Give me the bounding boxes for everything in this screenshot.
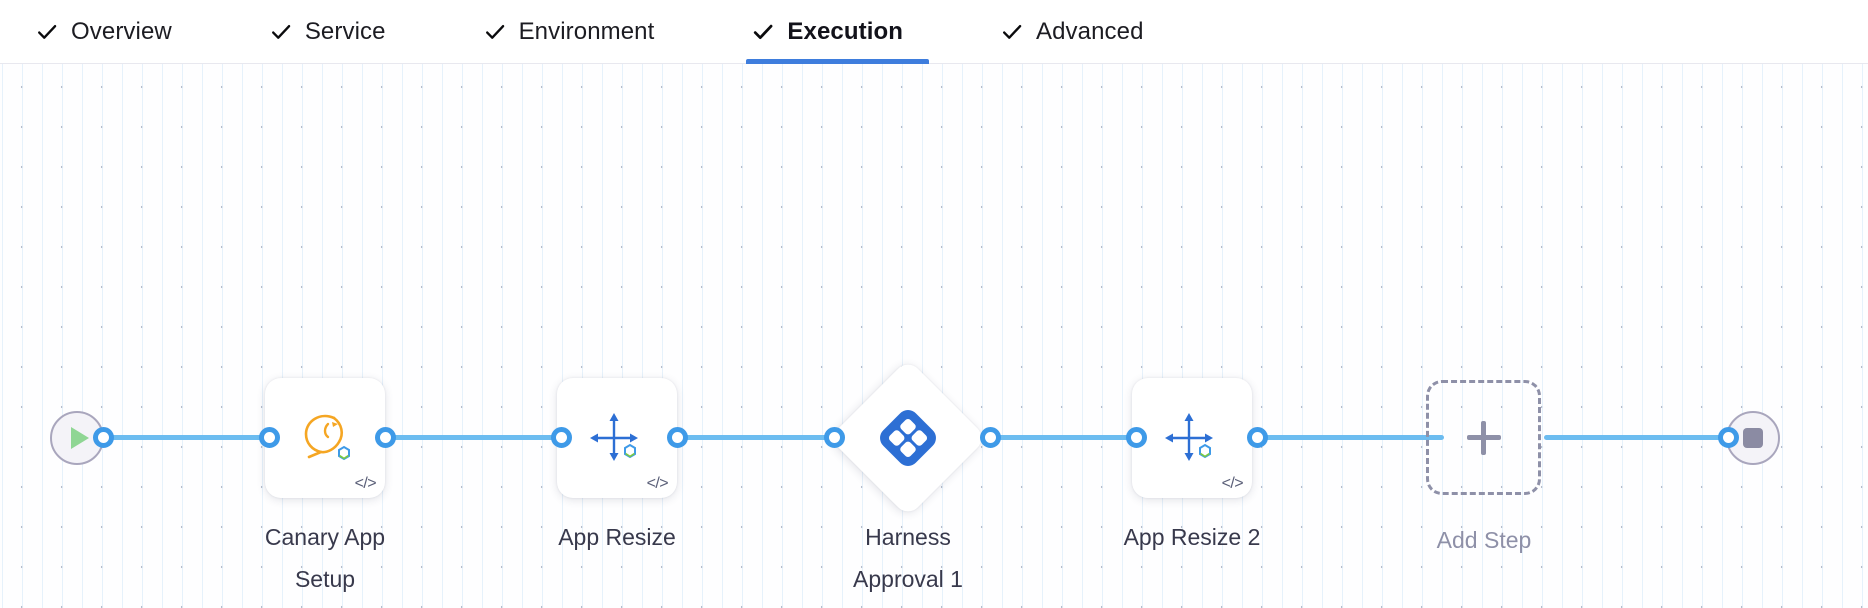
resize-arrows-icon <box>1161 410 1223 466</box>
harness-logo-icon <box>879 409 937 467</box>
connector-addstep-to-end <box>1544 435 1726 440</box>
check-icon <box>38 24 57 39</box>
code-icon: </> <box>1221 475 1244 492</box>
step-label-harness-approval-1: Harness Approval 1 <box>853 524 963 592</box>
connector-dot-approval-in[interactable] <box>824 427 845 448</box>
add-step-button[interactable] <box>1426 380 1541 495</box>
tab-advanced-label: Advanced <box>1036 18 1144 45</box>
check-icon <box>271 24 291 39</box>
connector-start-to-canary <box>98 435 270 440</box>
step-label-canary-app-setup: Canary App Setup <box>264 524 386 592</box>
tab-execution[interactable]: Execution <box>746 0 929 64</box>
tab-execution-label: Execution <box>787 18 903 45</box>
canary-bird-icon <box>294 410 356 466</box>
connector-dot-resize-in[interactable] <box>551 427 572 448</box>
connector-dot-resize-out[interactable] <box>667 427 688 448</box>
tab-overview-label: Overview <box>71 18 172 45</box>
connector-dot-canary-in[interactable] <box>259 427 280 448</box>
add-step-label: Add Step <box>1436 527 1532 553</box>
code-icon: </> <box>646 475 669 492</box>
check-icon <box>1003 24 1022 39</box>
plus-icon <box>1466 435 1501 440</box>
connector-resize2-to-addstep <box>1262 435 1444 440</box>
connector-dot-resize2-out[interactable] <box>1247 427 1268 448</box>
connector-dot-approval-out[interactable] <box>980 427 1001 448</box>
check-icon <box>485 24 504 39</box>
step-label-app-resize-2: App Resize 2 <box>1123 524 1261 550</box>
code-icon: </> <box>354 475 377 492</box>
connector-resize-to-approval <box>682 435 834 440</box>
tab-environment[interactable]: Environment <box>478 0 681 64</box>
connector-dot-resize2-in[interactable] <box>1126 427 1147 448</box>
stage-tab-bar: Overview Service Environment Execution A… <box>0 0 1868 64</box>
tab-environment-label: Environment <box>518 18 655 45</box>
stop-icon <box>1743 428 1763 448</box>
connector-canary-to-resize <box>390 435 562 440</box>
connector-dot-canary-out[interactable] <box>375 427 396 448</box>
connector-dot-end-in[interactable] <box>1718 427 1739 448</box>
connector-dot-start-out[interactable] <box>93 427 114 448</box>
pipeline-canvas[interactable]: </> Canary App Setup <box>0 64 1868 608</box>
resize-arrows-icon <box>586 410 648 466</box>
play-icon <box>70 427 89 449</box>
tab-service-label: Service <box>304 18 386 45</box>
step-node-app-resize-2[interactable]: </> <box>1132 378 1252 498</box>
step-node-app-resize[interactable]: </> <box>557 378 677 498</box>
step-label-app-resize: App Resize <box>558 524 676 550</box>
connector-approval-to-resize2 <box>990 435 1142 440</box>
tab-service[interactable]: Service <box>264 0 412 64</box>
check-icon <box>754 24 773 40</box>
step-node-canary-app-setup[interactable]: </> <box>265 378 385 498</box>
tab-advanced[interactable]: Advanced <box>995 0 1170 64</box>
tab-overview[interactable]: Overview <box>30 0 198 64</box>
pipeline-diagram: </> Canary App Setup <box>0 64 1868 608</box>
